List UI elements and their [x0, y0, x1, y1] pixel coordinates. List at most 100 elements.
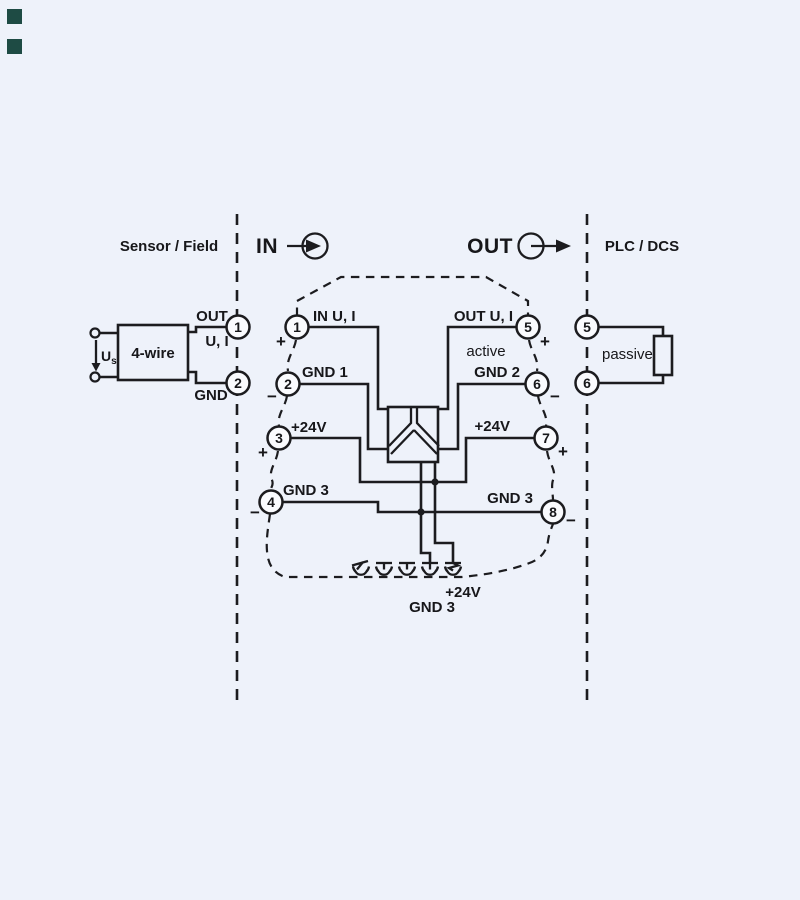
terminal-field-2: 2: [225, 370, 251, 396]
in-direction-icon: [287, 232, 329, 260]
terminal-number: 2: [284, 376, 292, 392]
module-outline-top: [295, 275, 530, 316]
wire-gnd2: [438, 382, 526, 451]
sign-terminal-3: +: [258, 443, 268, 462]
isolator-divider-right-inner: [413, 429, 438, 455]
zone-label-plc-dcs: PLC / DCS: [605, 238, 679, 255]
isolator-divider-left-outer: [388, 407, 413, 447]
isolator-box: [386, 405, 440, 464]
terminal-number: 6: [583, 375, 591, 391]
module-outline-right-67: [536, 395, 548, 427]
connector-pin-bar: [351, 559, 369, 567]
zone-label-sensor-field: Sensor / Field: [120, 238, 218, 255]
terminal-number: 1: [234, 319, 242, 335]
terminal-number: 6: [533, 376, 541, 392]
module-outline: [265, 275, 556, 579]
label-bottom-24v: +24V: [445, 584, 480, 601]
sensor-circuit: Us 4-wire OUT U, I GND: [89, 308, 229, 404]
plc-circuit: passive 5 6: [574, 314, 674, 396]
sign-terminal-7: +: [558, 442, 568, 461]
polarity-signs: + − + − + − + −: [250, 332, 576, 530]
module-outline-left-12: [286, 339, 298, 372]
terminal-number: 3: [275, 430, 283, 446]
label-gnd2: GND 2: [474, 364, 520, 381]
plc-wire-top: [598, 325, 665, 336]
terminal-circle: [515, 314, 541, 340]
terminal-plc-5: 5: [574, 314, 600, 340]
terminal-circle: [540, 499, 566, 525]
terminal-number: 1: [293, 319, 301, 335]
terminal-number: 2: [234, 375, 242, 391]
label-gnd1: GND 1: [302, 364, 348, 381]
label-gnd3-left: GND 3: [283, 482, 329, 499]
connector-pin-stem: [446, 561, 462, 572]
plug-connector-5: [443, 561, 463, 576]
decor-square-bottom: [7, 39, 22, 54]
connector-pin-stem: [356, 561, 364, 571]
sensor-gnd-label: GND: [194, 387, 228, 404]
sensor-supply-node-top: [89, 327, 101, 339]
connector-socket: [374, 566, 394, 576]
terminal-number: 7: [542, 430, 550, 446]
label-24v-left: +24V: [291, 419, 326, 436]
module-outline-left-23: [277, 395, 289, 427]
terminal-circle: [225, 314, 251, 340]
wire-24v-rail: [290, 436, 535, 484]
supply-voltage-base: U: [101, 348, 111, 364]
isolator-symbol: [386, 405, 440, 464]
module-outline-left-34: [269, 450, 280, 490]
terminal-circle: [574, 370, 600, 396]
isolator-divider-left-inner: [390, 429, 415, 455]
in-arrow-circle: [301, 232, 329, 260]
sensor-wire-to-terminal-2: [188, 370, 227, 385]
plug-connector-2: [374, 561, 394, 576]
sign-terminal-5: +: [540, 332, 550, 351]
terminal-circle: [266, 425, 292, 451]
zone-label-in: IN: [256, 235, 278, 258]
label-gnd3-right: GND 3: [487, 490, 533, 507]
plug-connector-3: [397, 561, 417, 576]
module-wiring: [282, 325, 542, 562]
terminal-circle: [275, 371, 301, 397]
supply-voltage-sub: s: [111, 356, 117, 367]
terminal-module-4: 4: [258, 489, 284, 515]
junction-dot-24v: [431, 478, 439, 486]
label-passive: passive: [602, 346, 653, 363]
terminal-module-3: 3: [266, 425, 292, 451]
sign-terminal-2: −: [267, 387, 277, 406]
sensor-wire-to-terminal-1: [188, 325, 227, 334]
terminal-number: 5: [524, 319, 532, 335]
sensor-out-label: OUT: [196, 308, 228, 325]
module-outline-right-78: [545, 450, 556, 501]
zone-label-out: OUT: [467, 235, 513, 258]
out-direction-icon: [517, 232, 571, 260]
four-wire-device-label: 4-wire: [131, 345, 174, 362]
wire-in-signal: [308, 325, 388, 411]
wire-gnd3-stem: [419, 462, 432, 562]
junction-dot-gnd3: [417, 508, 425, 516]
supply-arrow-head: [91, 363, 101, 372]
terminal-circle: [533, 425, 559, 451]
wire-labels: IN U, I GND 1 +24V GND 3 OUT U, I GND 2 …: [283, 308, 533, 507]
label-bottom-gnd3: GND 3: [409, 599, 455, 616]
module-outline-bottom: [265, 513, 555, 579]
connector-socket: [351, 566, 371, 576]
sign-terminal-8: −: [566, 511, 576, 530]
terminal-circle: [284, 314, 310, 340]
plug-connector-row: +24V GND 3: [351, 559, 481, 616]
terminal-module-5: 5: [515, 314, 541, 340]
terminal-module-8: 8: [540, 499, 566, 525]
sensor-ui-label: U, I: [205, 333, 228, 350]
four-wire-device-box: [116, 323, 190, 382]
connector-socket: [443, 566, 463, 576]
plc-wire-bottom: [598, 375, 665, 385]
connector-socket: [397, 566, 417, 576]
terminal-module-2: 2: [275, 371, 301, 397]
terminal-field-1: 1: [225, 314, 251, 340]
sign-terminal-1: +: [276, 332, 286, 351]
out-arrowhead: [556, 239, 571, 253]
supply-voltage-label: Us: [101, 348, 117, 367]
terminal-number: 4: [267, 494, 275, 510]
